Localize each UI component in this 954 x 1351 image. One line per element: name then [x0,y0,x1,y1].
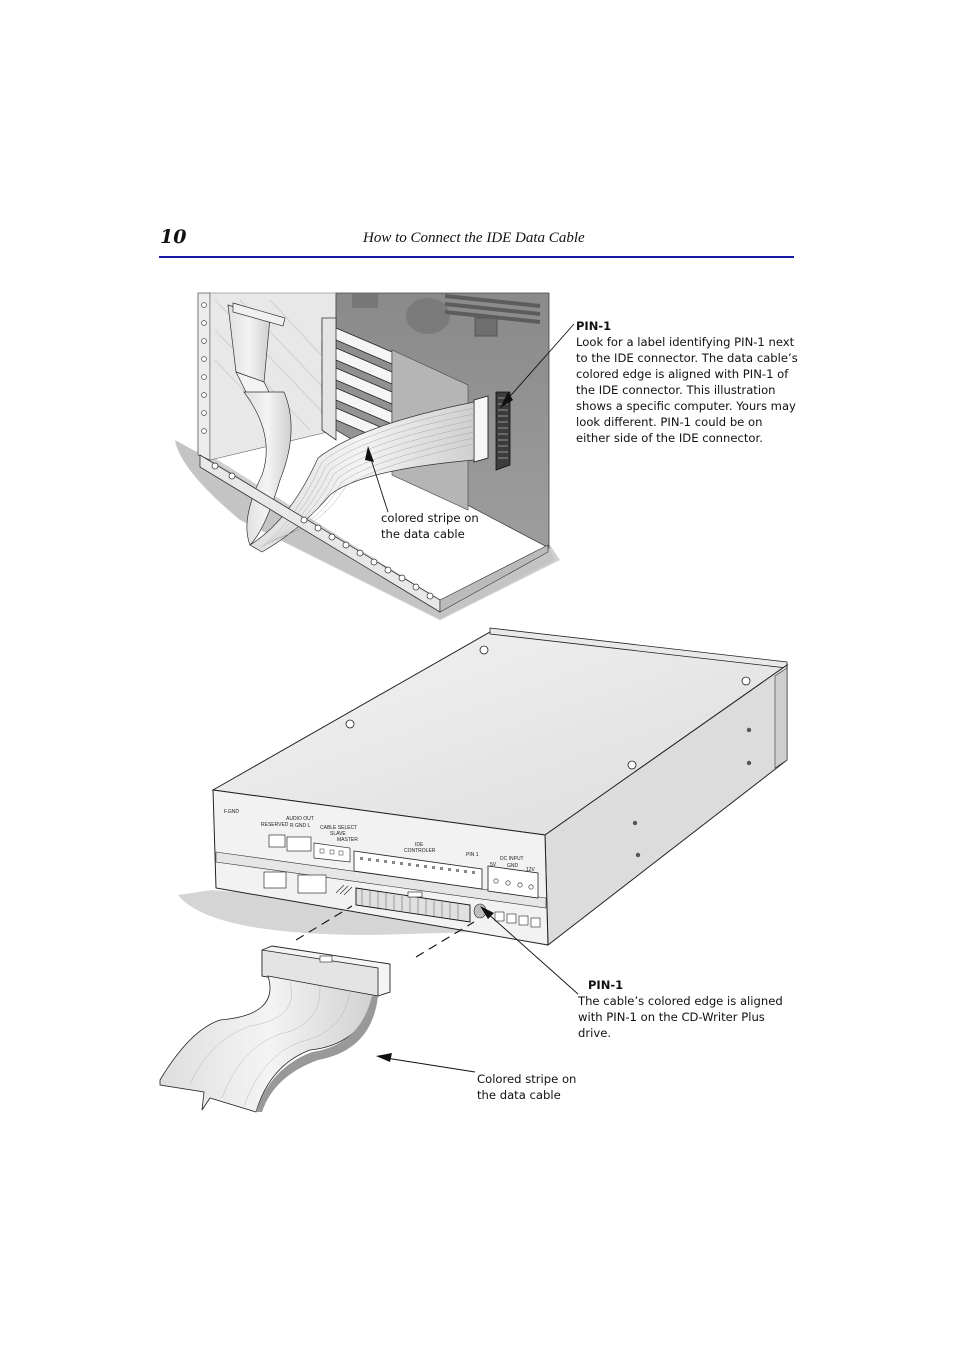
label-gnd: GND [507,863,519,869]
label-slave: SLAVE [330,831,346,837]
top-pin1-line: the IDE connector. This illustration [576,383,776,397]
label-5v: 5V [490,862,497,868]
top-pin1-line: colored edge is aligned with PIN-1 of [576,367,789,381]
top-stripe-line: the data cable [381,527,465,541]
label-master: MASTER [337,837,358,843]
bottom-pin1-title: PIN-1 [588,978,624,992]
label-12v: 12V [526,867,536,873]
label-audio-out: AUDIO OUT [286,816,314,822]
bottom-stripe-callout: Colored stripe on the data cable [477,1071,576,1103]
bottom-pin1-callout: The cable’s colored edge is aligned with… [578,993,783,1041]
bottom-stripe-line: the data cable [477,1088,561,1102]
label-reserved: RESERVED [261,822,289,828]
label-pin1-small: PIN 1 [466,852,479,858]
bottom-pin1-line: The cable’s colored edge is aligned [578,994,783,1008]
top-pin1-title: PIN-1 [576,319,612,333]
label-ide: IDE [415,842,424,848]
label-controller: CONTROLER [404,848,436,854]
top-pin1-line: either side of the IDE connector. [576,431,763,445]
running-head: How to Connect the IDE Data Cable [363,230,585,246]
label-fgnd: F.GND [224,809,239,815]
bottom-stripe-line: Colored stripe on [477,1072,577,1086]
bottom-pin1-line: with PIN-1 on the CD-Writer Plus [578,1010,765,1024]
label-dc-input: DC INPUT [500,856,524,862]
top-pin1-line: look different. PIN-1 could be on [576,415,763,429]
label-cable-select: CABLE SELECT [320,825,357,831]
top-pin1-callout: PIN-1 Look for a label identifying PIN-1… [576,318,798,446]
top-pin1-line: shows a specific computer. Yours may [576,399,796,413]
label-rgndl: R GND L [290,823,311,829]
top-pin1-line: to the IDE connector. The data cable’s [576,351,798,365]
header-rule [159,256,794,258]
bottom-pin1-line: drive. [578,1026,612,1040]
top-stripe-line: colored stripe on [381,511,479,525]
bottom-pin1-title-wrap: PIN-1 [588,977,623,993]
top-stripe-callout: colored stripe on the data cable [381,510,479,542]
page-number: 10 [160,226,187,248]
top-pin1-line: Look for a label identifying PIN-1 next [576,335,795,349]
